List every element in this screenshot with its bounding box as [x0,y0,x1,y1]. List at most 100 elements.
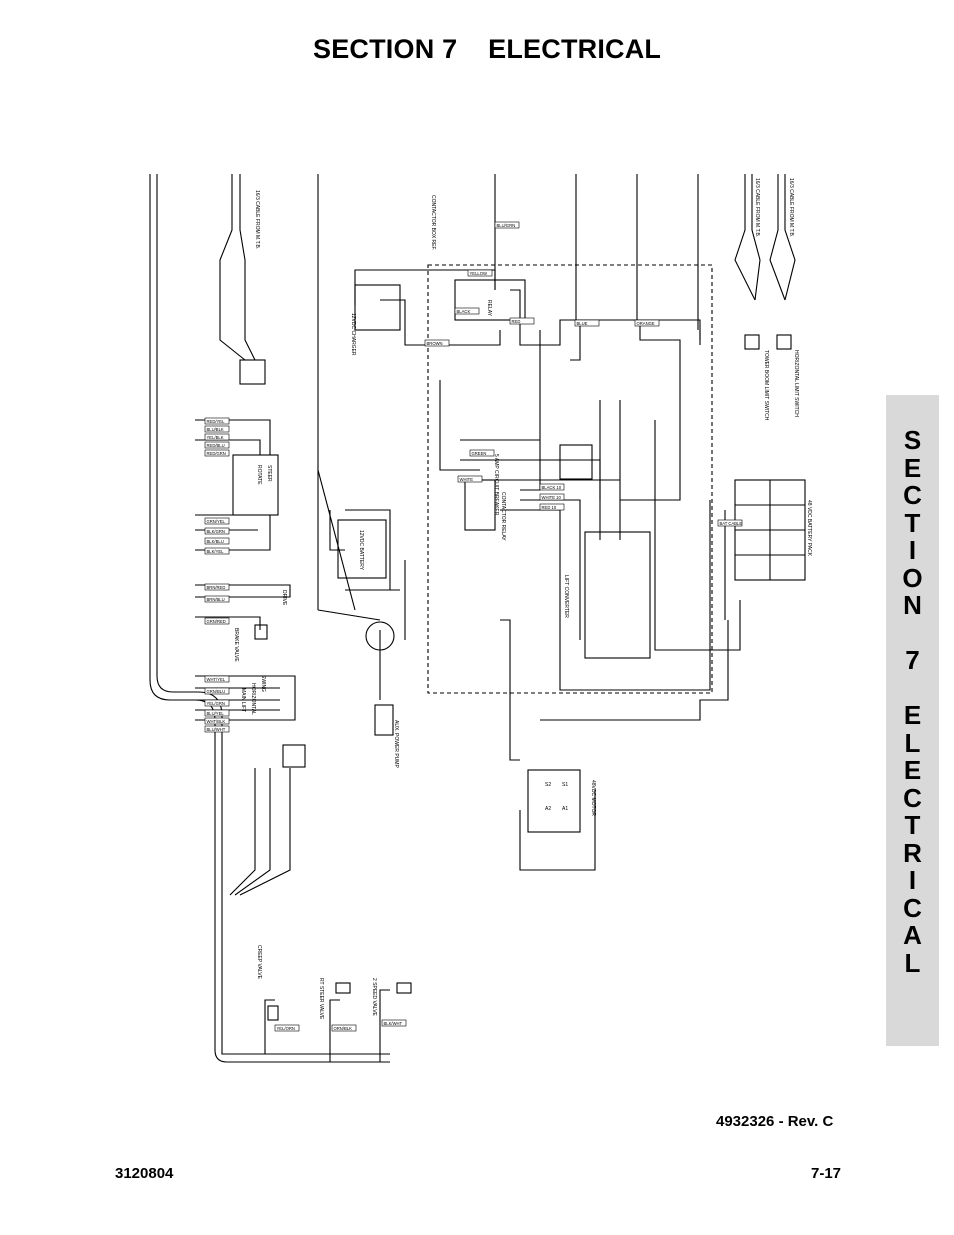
wire-tag: RED/BLU [204,441,230,449]
side-tab-letter: C [903,480,922,510]
wire-tag-label: WHITE [460,477,474,482]
wire-tag: YEL/BLK [204,433,230,441]
battery-pack-label: 48 VDC BATTERY PACK [806,500,812,557]
side-tab-letter: A [903,920,922,950]
wire-tag-label: BLK/WHT [384,1021,403,1026]
wire-tag-label: BRN/BLU [207,597,225,602]
wire-tag: GRN/YEL [204,517,230,525]
wire-tag: BLACK [454,307,480,315]
wire-tag: BROWN [424,339,450,347]
wire-tag: BLK/BLU [204,537,230,545]
wire-tag-label: WHITE 10 [542,495,562,500]
swing-label: SWING [260,675,266,692]
wire-tag-label: BLK/BLU [207,539,224,544]
document-number: 4932326 - Rev. C [716,1113,834,1130]
wire-tag: YEL/GRN [204,699,230,707]
horizontal-label: HORIZONTAL [250,683,256,715]
wire-tag: GRN/RED [204,617,230,625]
wire-tag-label: RED/GRN [207,451,226,456]
horizontal-limit-label: HORIZONTAL LIMIT SWITCH [793,350,799,417]
page-number: 7-17 [811,1165,842,1182]
side-tab-letter: C [903,892,922,923]
wire-tag-label: WHT/BLK [207,719,226,724]
main-lift-label: MAIN LIFT [240,688,246,712]
speed-valve-label: 2 SPEED VALVE [371,978,377,1017]
wire-tag: RED [509,317,535,325]
wire-tag-label: GREEN [472,451,487,456]
cable-right-1-label: 16/3 CABLE FROM M.T.B. [754,178,760,237]
charger-label: 12VDC CHARGER [350,313,356,356]
wire-tag-label: YEL/BLK [207,435,224,440]
steer-label: STEER [266,465,272,482]
steer-valve-label: RT STEER VALVE [318,978,324,1020]
wire-tag-label: ORANGE [637,321,655,326]
wire-tag: BRN/BLU [204,595,230,603]
side-tab-letter: I [908,535,917,565]
wire-tag: WHITE [457,475,483,483]
contactor-box-outline [427,264,713,694]
wire-tag: WHT/YEL [204,675,230,683]
motor-terminal-s1: S1 [562,782,568,788]
wire-tag-label: YEL/ORN [277,1026,295,1031]
cable-right-2-label: 16/3 CABLE FROM M.T.B. [788,178,794,237]
wire-tag-label: BLACK [457,309,471,314]
side-tab-letter: E [903,700,922,730]
wire-tag: YEL/ORN [274,1024,300,1032]
motor-terminal-a1: A1 [562,806,568,812]
wire-tag-label: BROWN [427,341,443,346]
wire-tag-label: BLACK 10 [542,485,562,490]
wire-tag-label: GRN/YEL [207,519,226,524]
wire-tag-label: YELLOW [470,271,488,276]
side-tab-letter: L [904,947,921,978]
wire-tag: BLUE [574,319,600,327]
wire-tag-label: RED 10 [542,505,557,510]
side-tab-letter: T [904,810,921,840]
relay-label: RELAY [486,300,492,317]
contactor-relay-label: CONTACTOR RELAY [500,492,506,541]
manual-number: 3120804 [115,1165,174,1182]
wire-tag-label: RED/YEL [207,419,226,424]
side-tab-letter: L [904,727,921,758]
motor-outline [527,769,581,833]
motor-label: 48VDC MOTOR [590,780,596,816]
side-tab-letter: C [903,782,922,813]
wire-tag-label: BLU/BLK [207,427,224,432]
wire-tag: ORANGE [634,319,660,327]
wire-tag-label: RED [512,319,521,324]
tower-limit-label: TOWER BOOM LIMIT SWITCH [763,350,769,421]
side-tab-letter: E [903,755,922,785]
wire-tag-label: BLU/WHT [207,727,226,732]
wire-tag-label: RED/BLU [207,443,225,448]
wire-tag: BLU/WHT [204,725,230,733]
wire-tag: RED/GRN [204,449,230,457]
wire-tag: BLU/BLK [204,425,230,433]
creep-valve-label: CREEP VALVE [256,945,262,980]
wire-tag-label: BRN/RED [207,585,226,590]
side-tab-letter: S [903,425,922,455]
side-tab-letter: T [904,507,921,538]
side-tab-letter: N [903,590,922,620]
wire-tag-label: YEL/GRN [207,701,225,706]
charger-outline [354,284,401,331]
wire-tag-label: GRN/BLU [207,689,226,694]
wire-tag: WHITE 10 [539,493,565,501]
page-title: SECTION 7 ELECTRICAL [313,34,662,64]
side-tab-letter: E [903,452,922,483]
battery-12v-outline [337,519,387,579]
wire-tag: BLU/YEL [204,709,230,717]
wire-tag: GREEN [469,449,495,457]
wire-tag-label: BLK/GRN [207,529,225,534]
circuit-breaker-label: 5 AMP CIRCUIT BREAKER [493,454,499,516]
brake-valve-label: BRAKE VALVE [233,628,239,662]
cable-left-label: 16/3 CABLE FROM M.T.B. [254,190,260,249]
converter-label: LIFT CONVERTER [563,575,569,618]
motor-terminal-s2: S2 [545,782,551,788]
wire-tag: BLU/GRN [494,221,520,229]
wire-tag: BLK/YEL [204,547,230,555]
harness-trunk [149,174,390,1063]
wire-tag-label: BLUE [577,321,588,326]
contactor-box-label: CONTACTOR BOX REF. [430,195,436,250]
wire-tag: YELLOW [467,269,493,277]
wire-tag-label: BLK/YEL [207,549,225,554]
